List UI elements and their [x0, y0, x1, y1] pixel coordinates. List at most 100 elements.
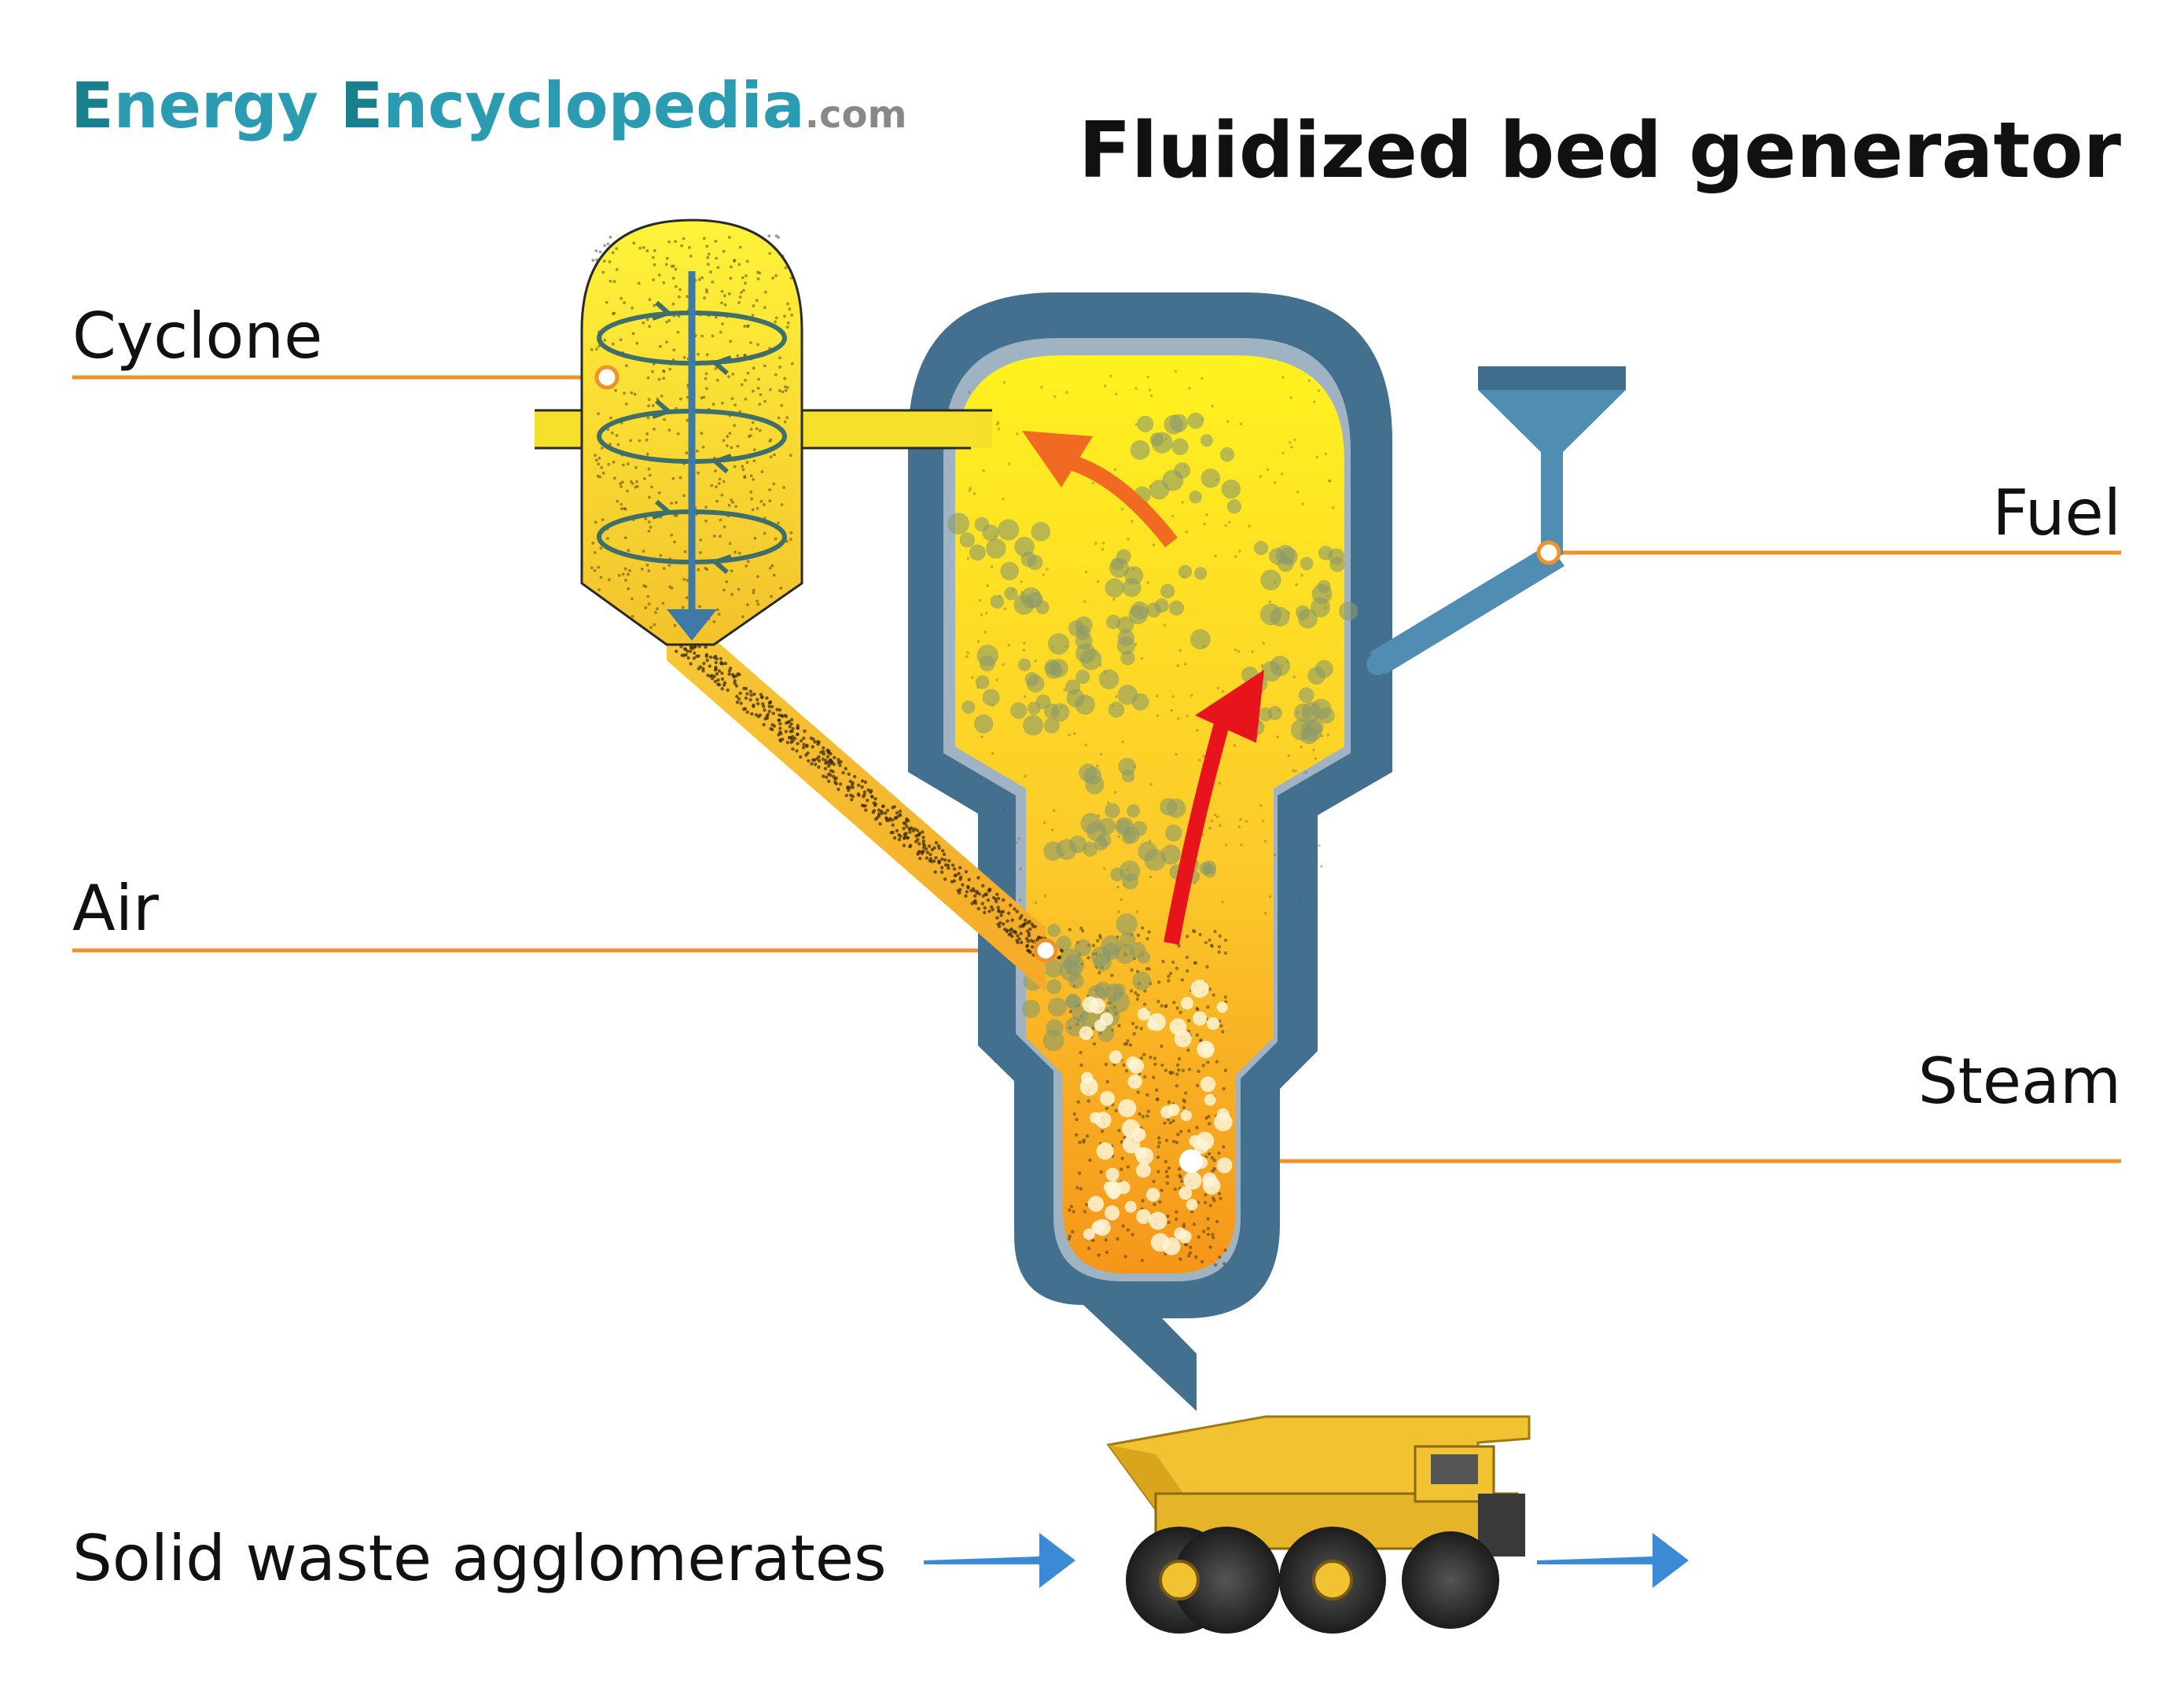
speckle-dot — [1016, 934, 1020, 938]
steam-bubble — [1137, 1007, 1151, 1021]
speckle-dot — [1214, 554, 1217, 557]
speckle-dot — [1099, 752, 1103, 756]
speckle-dot — [1300, 574, 1303, 577]
speckle-dot — [1177, 1057, 1182, 1061]
speckle-dot — [678, 476, 682, 480]
speckle-dot — [856, 783, 861, 788]
speckle-dot — [646, 376, 650, 380]
speckle-dot — [1217, 1151, 1221, 1156]
speckle-dot — [1290, 445, 1293, 449]
speckle-dot — [1287, 754, 1291, 757]
speckle-dot — [744, 696, 748, 700]
speckle-dot — [705, 244, 709, 248]
flow-arrows — [1022, 431, 1264, 945]
speckle-dot — [778, 356, 781, 360]
speckle-dot — [1076, 1100, 1080, 1104]
speckle-dot — [631, 597, 634, 601]
speckle-dot — [675, 649, 678, 653]
speckle-dot — [712, 535, 716, 538]
speckle-dot — [1149, 1055, 1153, 1060]
label-steam-group: Steam — [1191, 1045, 2121, 1163]
speckle-dot — [1086, 1246, 1091, 1251]
speckle-dot — [1195, 1126, 1199, 1130]
speckle-dot — [750, 497, 753, 501]
speckle-dot — [1248, 524, 1251, 527]
speckle-dot — [1060, 949, 1064, 954]
speckle-dot — [742, 686, 746, 690]
speckle-dot — [1224, 843, 1228, 847]
particle-bubble — [982, 689, 1000, 707]
speckle-dot — [1006, 911, 1011, 915]
speckle-dot — [717, 482, 721, 485]
steam-bubble — [1146, 1019, 1159, 1031]
speckle-dot — [996, 896, 1001, 901]
speckle-dot — [629, 480, 633, 483]
speckle-dot — [1208, 938, 1211, 943]
speckle-dot — [1131, 520, 1134, 523]
speckle-dot — [815, 757, 819, 761]
speckle-dot — [1091, 481, 1094, 485]
speckle-dot — [672, 264, 675, 268]
speckle-dot — [1318, 843, 1321, 847]
speckle-dot — [615, 247, 619, 251]
speckle-dot — [1146, 581, 1150, 584]
particle-bubble — [1046, 979, 1062, 994]
speckle-dot — [1208, 987, 1212, 991]
speckle-dot — [1176, 663, 1180, 667]
particle-bubble — [1132, 971, 1152, 990]
speckle-dot — [593, 551, 597, 554]
speckle-dot — [1211, 404, 1215, 408]
particle-bubble — [961, 700, 976, 715]
speckle-dot — [715, 378, 719, 382]
speckle-dot — [789, 718, 794, 722]
speckle-dot — [590, 566, 594, 570]
speckle-dot — [1213, 929, 1217, 934]
particle-bubble — [1329, 557, 1345, 572]
speckle-dot — [652, 278, 655, 281]
speckle-dot — [613, 476, 616, 480]
speckle-dot — [715, 608, 719, 612]
speckle-dot — [966, 884, 970, 889]
steam-bubble — [1200, 1076, 1216, 1093]
speckle-dot — [914, 840, 918, 843]
speckle-dot — [607, 578, 611, 582]
particle-bubble — [1104, 983, 1123, 1002]
particle-bubble — [1258, 707, 1273, 722]
speckle-dot — [674, 267, 678, 271]
particle-bubble — [1000, 561, 1019, 581]
speckle-dot — [1259, 803, 1263, 807]
speckle-dot — [682, 237, 686, 241]
speckle-dot — [725, 580, 729, 583]
speckle-dot — [689, 649, 693, 653]
speckle-dot — [601, 270, 605, 274]
speckle-dot — [1112, 597, 1116, 601]
speckle-dot — [1313, 400, 1316, 404]
speckle-dot — [1212, 1158, 1216, 1163]
speckle-dot — [1140, 657, 1144, 660]
speckle-dot — [591, 542, 595, 545]
speckle-dot — [932, 846, 936, 850]
speckle-dot — [1175, 1210, 1178, 1214]
speckle-dot — [987, 889, 991, 893]
speckle-dot — [648, 298, 652, 302]
speckle-dot — [1103, 384, 1107, 388]
speckle-dot — [1023, 641, 1026, 645]
steam-bubble — [1180, 997, 1194, 1010]
speckle-dot — [737, 587, 741, 591]
speckle-dot — [670, 533, 674, 537]
speckle-dot — [1140, 1259, 1145, 1262]
speckle-dot — [1223, 1068, 1228, 1072]
speckle-dot — [697, 277, 701, 281]
speckle-dot — [1324, 452, 1328, 456]
particle-bubble — [1098, 669, 1120, 689]
steam-bubble — [1190, 979, 1209, 998]
particle-bubble — [1116, 616, 1134, 634]
speckle-dot — [642, 549, 645, 553]
speckle-dot — [748, 689, 753, 693]
speckle-dot — [1175, 1072, 1179, 1076]
speckle-dot — [802, 736, 806, 741]
speckle-dot — [728, 432, 732, 436]
speckle-dot — [1289, 440, 1292, 444]
speckle-dot — [1233, 744, 1237, 748]
speckle-dot — [1120, 507, 1124, 511]
